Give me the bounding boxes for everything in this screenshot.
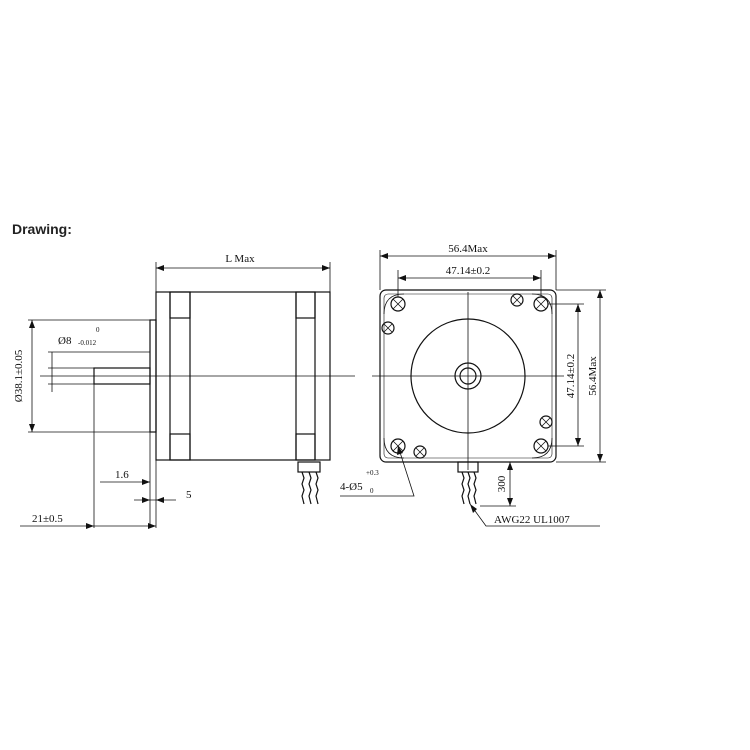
- holes-tol-lower: 0: [370, 487, 374, 495]
- front-cable: [457, 461, 479, 505]
- drawing-title: Drawing:: [12, 221, 72, 237]
- pilot-diameter-label: Ø38.1±0.05: [13, 349, 25, 402]
- holes-tol-upper: +0.3: [366, 469, 379, 477]
- width-label: 56.4Max: [448, 243, 488, 255]
- shaft-length-label: 21±0.5: [32, 513, 63, 525]
- hole-spacing-v-label: 47.14±0.2: [565, 354, 577, 399]
- screw-heads: [381, 293, 553, 459]
- shaft-tol-upper: 0: [96, 326, 100, 334]
- holes-label: 4-Ø5: [340, 481, 363, 493]
- lead-length-label: 300: [496, 475, 508, 492]
- side-cable: [297, 461, 321, 505]
- hole-spacing-h-label: 47.14±0.2: [446, 265, 491, 277]
- shaft-tol-lower: -0.012: [78, 339, 97, 347]
- length-label: L Max: [225, 253, 255, 265]
- front-view: 56.4Max 47.14±0.2 47.14±0.2 56.4Max 4-Ø5…: [340, 243, 606, 527]
- height-label: 56.4Max: [587, 356, 599, 396]
- pilot-depth-label: 5: [186, 489, 192, 501]
- wire-label: AWG22 UL1007: [494, 514, 570, 526]
- shaft-diameter-label: Ø8: [58, 335, 72, 347]
- side-view: L Max Ø38.1±0.05 Ø8 0 -0.012 1.6 5 21±0.…: [13, 253, 355, 529]
- flange-thickness-label: 1.6: [115, 469, 129, 481]
